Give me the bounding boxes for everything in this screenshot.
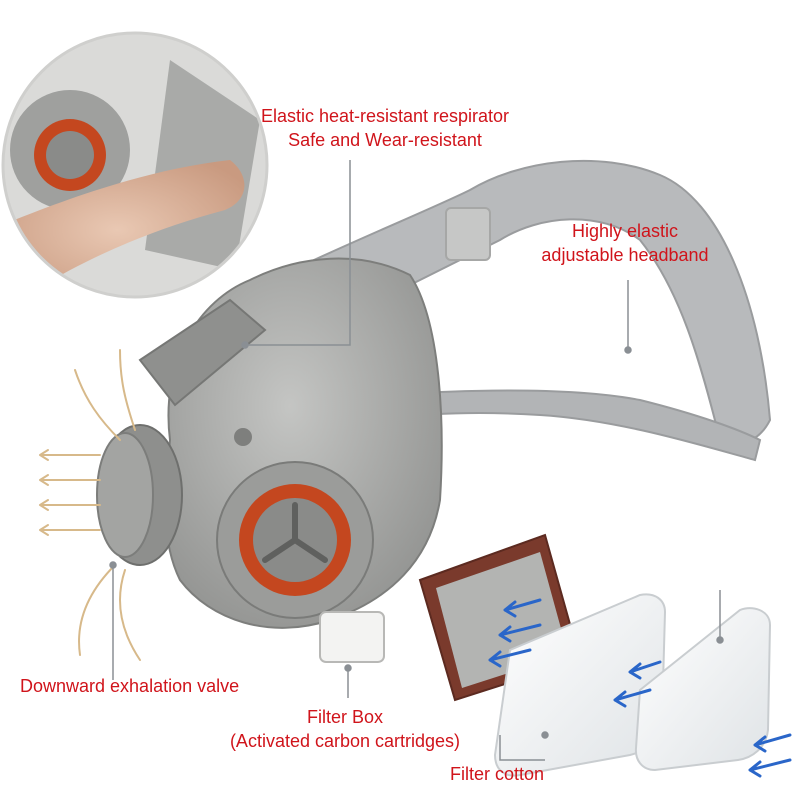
headband-callout-line1: Highly elastic <box>571 221 679 241</box>
leader-lines <box>109 160 724 761</box>
respirator-callout-line2: Safe and Wear-resistant <box>288 130 482 150</box>
exhalation-valve-callout: Downward exhalation valve <box>20 674 275 698</box>
inhalation-port <box>216 461 374 619</box>
filter-box-callout-line2: (Activated carbon cartridges) <box>229 731 461 751</box>
respirator-callout-line1: Elastic heat-resistant respirator <box>260 106 510 126</box>
headband-callout-line2: adjustable headband <box>541 245 709 265</box>
filter-box-callout: Filter Box (Activated carbon cartridges) <box>205 705 485 753</box>
headband-callout: Highly elastic adjustable headband <box>520 219 730 267</box>
respirator-callout: Elastic heat-resistant respirator Safe a… <box>235 104 535 152</box>
detail-inset <box>1 31 269 299</box>
inflow-arrows <box>488 598 792 778</box>
exhale-arrows <box>39 349 141 661</box>
filter-cotton-pads <box>493 593 772 777</box>
filter-cotton-callout: Filter cotton <box>450 762 575 786</box>
exhalation-valve <box>96 424 183 566</box>
filter-box-callout-line1: Filter Box <box>306 707 384 727</box>
filter-cotton-callout-line1: Filter cotton <box>450 764 545 784</box>
exhalation-valve-callout-line1: Downward exhalation valve <box>20 676 240 696</box>
